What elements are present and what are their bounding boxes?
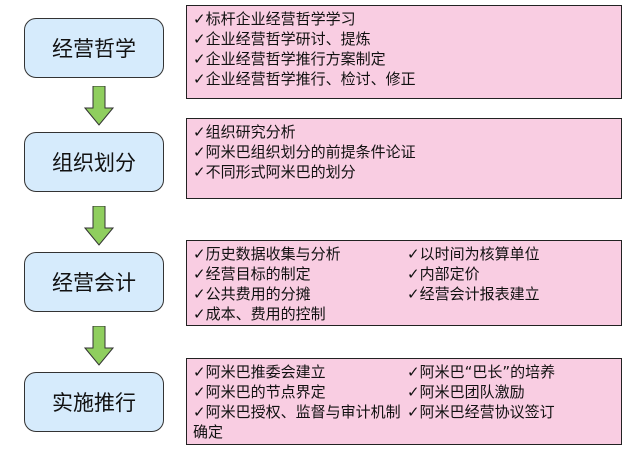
list-item: ✓内部定价 — [407, 265, 480, 283]
stage-implementation: 实施推行 — [24, 372, 164, 432]
list-item: ✓阿米巴组织划分的前提条件论证 — [193, 143, 416, 161]
list-item: ✓阿米巴“巴长”的培养 — [407, 363, 556, 381]
list-item: ✓不同形式阿米巴的划分 — [193, 163, 356, 181]
panel-business-philosophy: ✓标杆企业经营哲学学习 ✓企业经营哲学研讨、提炼 ✓企业经营哲学推行方案制定 ✓… — [186, 5, 622, 99]
list-item: ✓经营目标的制定 — [193, 265, 311, 283]
list-item: ✓历史数据收集与分析 — [193, 245, 341, 263]
list-item: ✓阿米巴授权、监督与审计机制确定 — [193, 403, 401, 441]
list-item: ✓企业经营哲学研讨、提炼 — [193, 30, 371, 48]
list-item: ✓阿米巴团队激励 — [407, 383, 525, 401]
panel-implementation: ✓阿米巴推委会建立 ✓阿米巴的节点界定 ✓阿米巴授权、监督与审计机制确定 ✓阿米… — [186, 358, 622, 445]
down-arrow-icon — [84, 326, 114, 366]
down-arrow-icon — [84, 206, 114, 246]
list-item: ✓组织研究分析 — [193, 123, 296, 141]
stage-business-philosophy: 经营哲学 — [24, 18, 164, 78]
list-item: ✓阿米巴的节点界定 — [193, 383, 326, 401]
list-item: ✓标杆企业经营哲学学习 — [193, 10, 356, 28]
stage-label: 经营会计 — [52, 271, 136, 295]
stage-business-accounting: 经营会计 — [24, 252, 164, 312]
list-item: ✓阿米巴经营协议签订 — [407, 403, 555, 421]
list-item: ✓公共费用的分摊 — [193, 285, 311, 303]
list-item: ✓经营会计报表建立 — [407, 285, 540, 303]
panel-organization-division: ✓组织研究分析 ✓阿米巴组织划分的前提条件论证 ✓不同形式阿米巴的划分 — [186, 118, 622, 199]
list-item: ✓企业经营哲学推行、检讨、修正 — [193, 70, 416, 88]
list-item: ✓以时间为核算单位 — [407, 245, 540, 263]
panel-business-accounting: ✓历史数据收集与分析 ✓经营目标的制定 ✓公共费用的分摊 ✓成本、费用的控制 ✓… — [186, 240, 622, 326]
stage-organization-division: 组织划分 — [24, 132, 164, 192]
down-arrow-icon — [84, 86, 114, 126]
list-item: ✓成本、费用的控制 — [193, 305, 326, 323]
stage-label: 组织划分 — [52, 151, 136, 175]
stage-label: 实施推行 — [52, 391, 136, 415]
list-item: ✓企业经营哲学推行方案制定 — [193, 50, 386, 68]
stage-label: 经营哲学 — [52, 37, 136, 61]
list-item: ✓阿米巴推委会建立 — [193, 363, 326, 381]
